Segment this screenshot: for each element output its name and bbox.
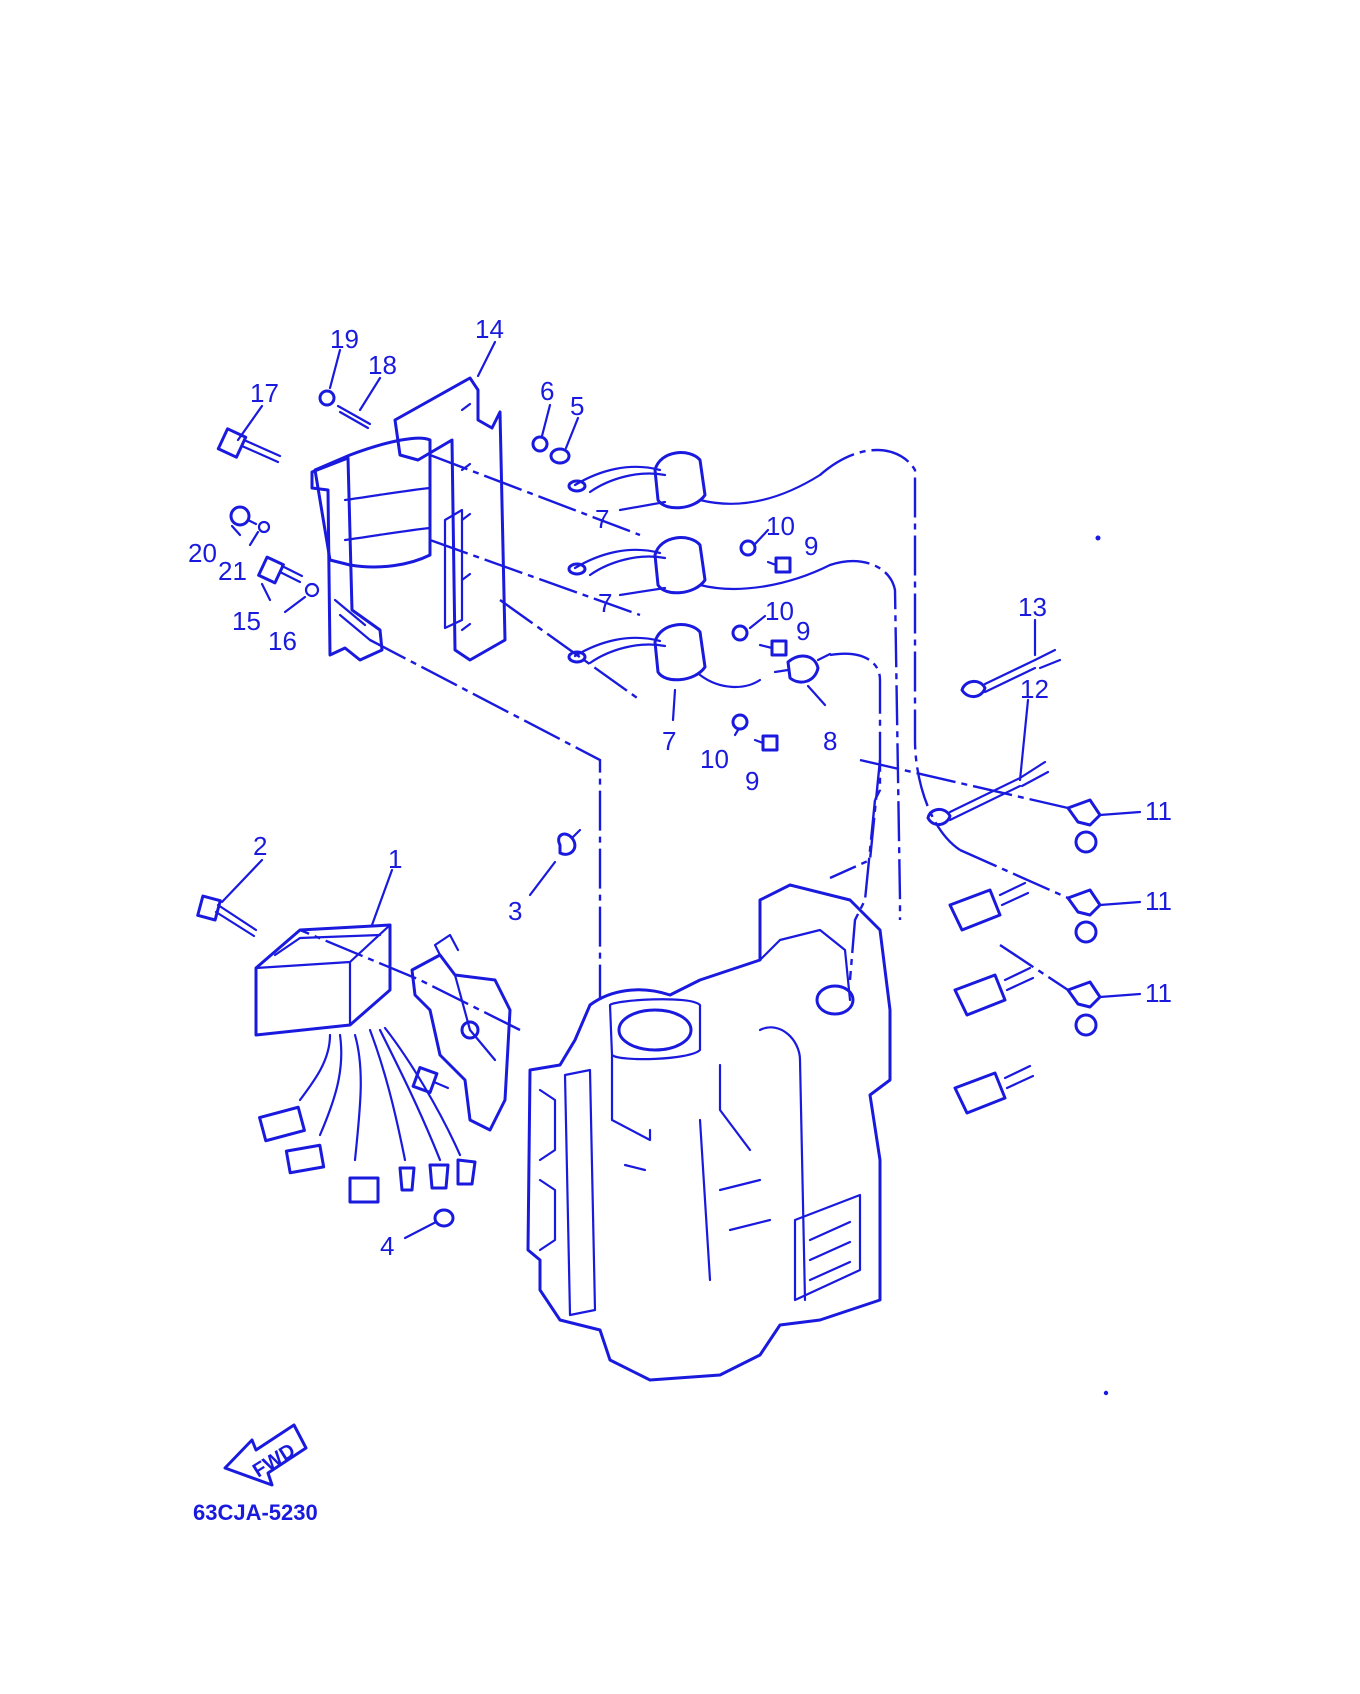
screw-9b bbox=[758, 639, 788, 657]
callout-10a: 10 bbox=[766, 511, 795, 541]
callout-10c: 10 bbox=[700, 744, 729, 774]
bolt-17 bbox=[216, 427, 282, 464]
callout-10b: 10 bbox=[765, 596, 794, 626]
grommet-8 bbox=[773, 652, 832, 684]
washer-10a bbox=[739, 539, 757, 557]
spark-plug-2 bbox=[953, 966, 1035, 1017]
lead-13 bbox=[960, 648, 1062, 698]
screw-9c bbox=[753, 734, 779, 752]
plug-cap-3 bbox=[1066, 980, 1102, 1037]
spark-plug-3 bbox=[953, 1064, 1035, 1115]
spark-plug-1 bbox=[948, 881, 1030, 932]
clip-3 bbox=[557, 828, 582, 856]
cap-5 bbox=[549, 447, 571, 465]
callout-21: 21 bbox=[218, 556, 247, 586]
callout-20: 20 bbox=[188, 538, 217, 568]
engine-block bbox=[526, 883, 892, 1382]
callout-19: 19 bbox=[330, 324, 359, 354]
ignition-coil-1 bbox=[567, 451, 822, 510]
callout-13: 13 bbox=[1018, 592, 1047, 622]
bolt-pulser bbox=[411, 1066, 450, 1094]
callout-11b: 11 bbox=[1145, 886, 1172, 916]
nut-19 bbox=[318, 389, 336, 407]
scan-specks bbox=[1095, 535, 1109, 1396]
callout-6: 6 bbox=[540, 376, 554, 406]
nut-6 bbox=[531, 435, 549, 453]
harness-routing bbox=[299, 448, 1069, 1032]
cdi-harness bbox=[258, 1026, 477, 1204]
bolt-2 bbox=[196, 894, 258, 938]
leader-lines bbox=[220, 340, 1142, 1240]
callout-7a: 7 bbox=[595, 504, 609, 534]
callout-16: 16 bbox=[268, 626, 297, 656]
callout-9a: 9 bbox=[804, 531, 818, 561]
washer-10c bbox=[731, 713, 749, 731]
lead-12 bbox=[926, 760, 1050, 826]
callout-2: 2 bbox=[253, 831, 267, 861]
washer-10b bbox=[731, 624, 749, 642]
ignition-coil-3 bbox=[567, 623, 762, 689]
callout-7c: 7 bbox=[662, 726, 676, 756]
callout-5: 5 bbox=[570, 391, 584, 421]
callout-14: 14 bbox=[475, 314, 504, 344]
grommet-4 bbox=[433, 1208, 455, 1228]
cdi-unit bbox=[254, 923, 392, 1037]
plug-cap-2 bbox=[1066, 888, 1102, 944]
coil-clamp bbox=[313, 436, 432, 569]
callout-7b: 7 bbox=[598, 588, 612, 618]
callout-15: 15 bbox=[232, 606, 261, 636]
callout-11c: 11 bbox=[1145, 978, 1172, 1008]
washer-16 bbox=[304, 582, 320, 598]
stud-18 bbox=[336, 404, 372, 430]
callout-8: 8 bbox=[823, 726, 837, 756]
callout-12: 12 bbox=[1020, 674, 1049, 704]
callout-4: 4 bbox=[380, 1231, 394, 1261]
callout-labels: 1 2 3 4 5 6 7 7 7 8 9 9 9 10 10 10 11 11… bbox=[188, 314, 1172, 1261]
callout-9c: 9 bbox=[745, 766, 759, 796]
callout-17: 17 bbox=[250, 378, 279, 408]
fwd-label: FWD bbox=[249, 1439, 299, 1482]
bolt-20 bbox=[229, 505, 258, 527]
forward-direction-arrow: FWD bbox=[223, 1423, 308, 1487]
callout-18: 18 bbox=[368, 350, 397, 380]
part-number: 63CJA-5230 bbox=[193, 1500, 318, 1525]
callout-9b: 9 bbox=[796, 616, 810, 646]
ignition-coil-2 bbox=[567, 536, 832, 595]
callout-11a: 11 bbox=[1145, 796, 1172, 826]
bolt-15 bbox=[257, 555, 304, 585]
pulser-bracket bbox=[410, 933, 512, 1132]
coil-bracket bbox=[393, 376, 507, 662]
plug-cap-1 bbox=[1066, 798, 1102, 854]
screw-9a bbox=[766, 556, 792, 574]
washer-21 bbox=[257, 520, 271, 534]
callout-3: 3 bbox=[508, 896, 522, 926]
callout-1: 1 bbox=[388, 844, 402, 874]
mount-bracket bbox=[310, 456, 384, 662]
